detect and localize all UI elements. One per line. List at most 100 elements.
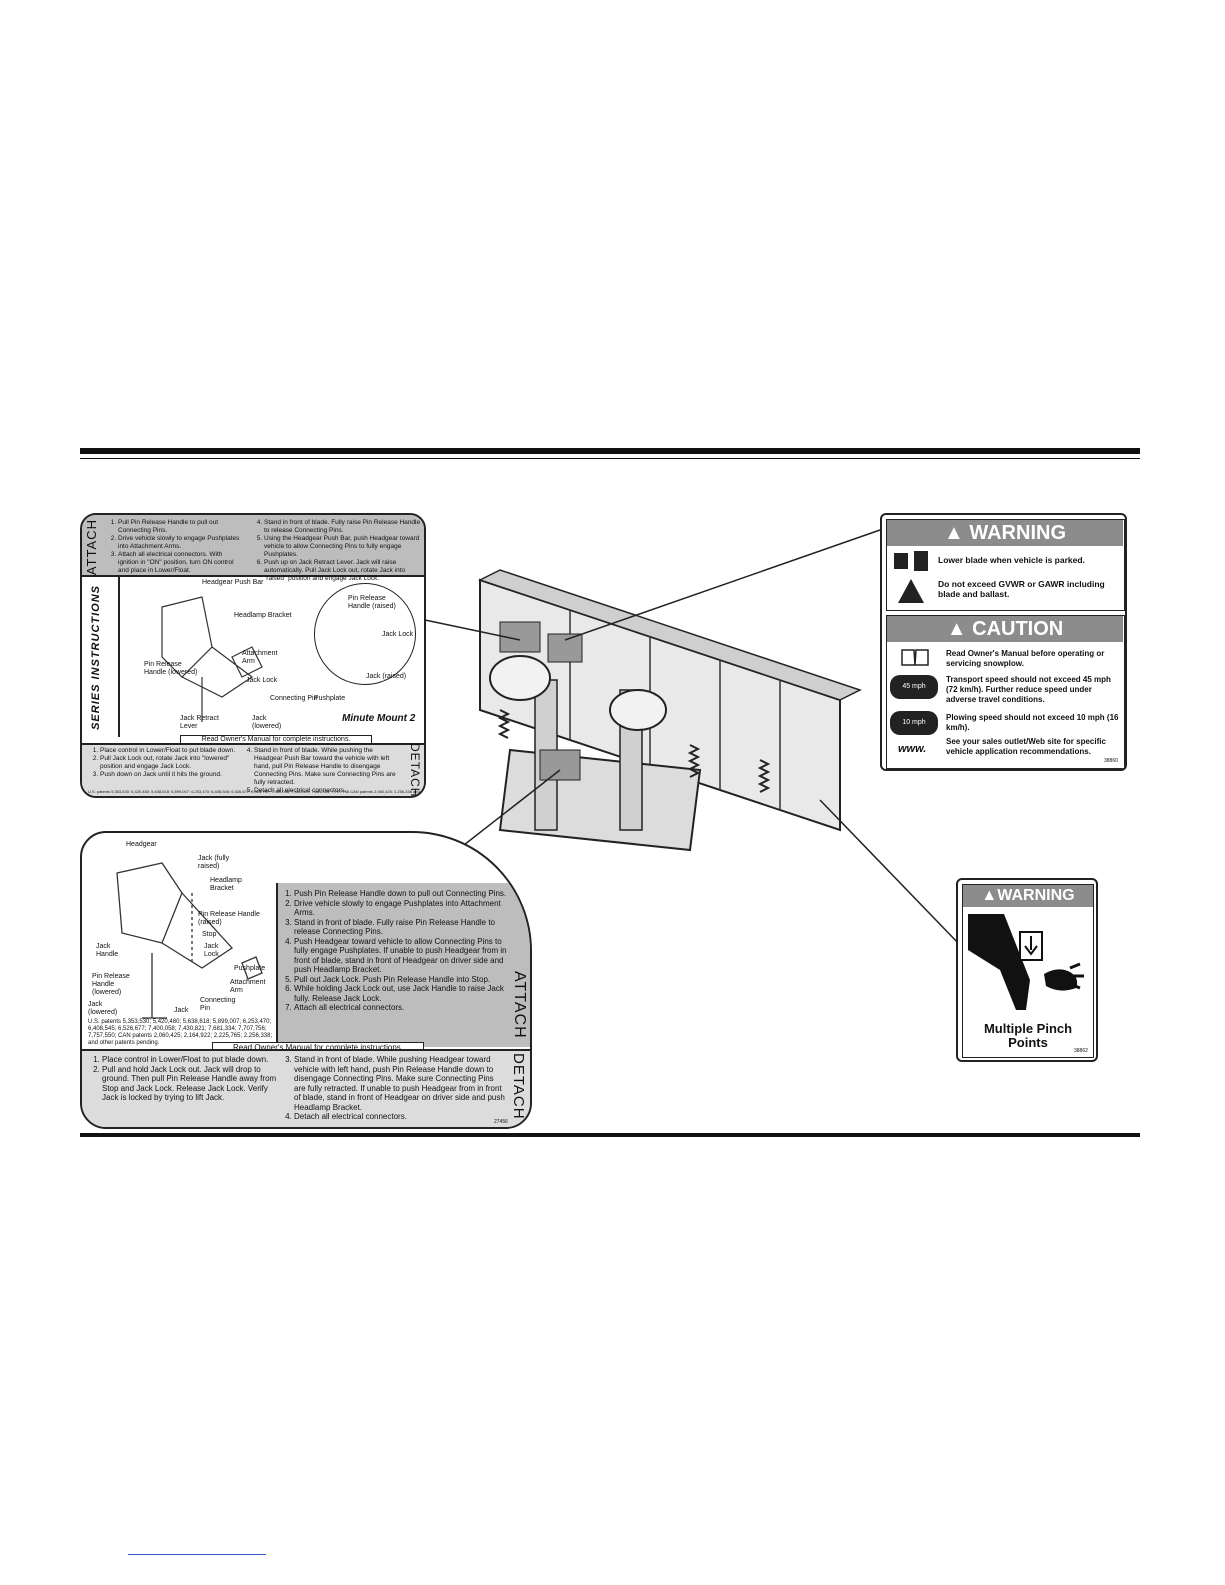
attach-detach-decal-large: Headgear Jack (fully raised) Headlamp Br… bbox=[80, 831, 532, 1129]
pinch-warning-title: WARNING bbox=[997, 887, 1075, 904]
attach-step-2: Drive vehicle slowly to engage Pushplate… bbox=[118, 535, 244, 551]
label-headgear: Headgear bbox=[126, 841, 157, 848]
caution-section bbox=[886, 615, 1125, 769]
attach-panel bbox=[82, 515, 424, 577]
detach-step-3: Push down on Jack until it hits the grou… bbox=[100, 771, 236, 779]
label-pushplate-large: Pushplate bbox=[234, 965, 266, 972]
detach-step-3-large: Stand in front of blade. While pushing H… bbox=[294, 1055, 506, 1112]
detach-step-4-large: Detach all electrical connectors. bbox=[294, 1112, 506, 1122]
attach-step-4: Stand in front of blade. Fully raise Pin… bbox=[264, 519, 422, 535]
warning-caution-decal: ▲ WARNING Lower blade when vehicle is pa… bbox=[880, 513, 1127, 771]
speed-icon-10: 10 mph bbox=[890, 711, 938, 735]
detach-col-2: Stand in front of blade. While pushing t… bbox=[240, 747, 400, 795]
detach-step-2-large: Pull and hold Jack Lock out. Jack will d… bbox=[102, 1065, 280, 1103]
top-rule-thin bbox=[80, 458, 1140, 459]
caution-line-2: Transport speed should not exceed 45 mph… bbox=[946, 675, 1111, 704]
attach-col-2: Stand in front of blade. Fully raise Pin… bbox=[250, 519, 422, 583]
attach-label-large: ATTACH bbox=[511, 971, 528, 1039]
pinch-warning-triangle-icon: ▲ bbox=[981, 887, 998, 904]
detach-col-1-large: Place control in Lower/Float to put blad… bbox=[88, 1055, 280, 1103]
label-attachment-arm: Attachment Arm bbox=[242, 650, 278, 665]
attach-detach-decal-small: ATTACH Pull Pin Release Handle to pull o… bbox=[80, 513, 426, 798]
detach-col-1: Place control in Lower/Float to put blad… bbox=[86, 747, 236, 779]
label-jack-lock: Jack Lock bbox=[246, 677, 278, 684]
warning-line-2: Do not exceed GVWR or GAWR including bla… bbox=[938, 579, 1105, 599]
caution-line-1: Read Owner's Manual before operating or … bbox=[946, 649, 1105, 668]
warning-header: ▲ WARNING bbox=[887, 520, 1123, 546]
detach-label-large: DETACH bbox=[510, 1053, 527, 1120]
detach-panel bbox=[82, 743, 424, 796]
manual-book-icon bbox=[901, 649, 929, 666]
label-jack-raised: Jack (raised) bbox=[366, 673, 407, 680]
attach-steps-large: Push Pin Release Handle down to pull out… bbox=[280, 889, 512, 1013]
part-number-pinch: 38862 bbox=[1074, 1048, 1088, 1054]
snowplow-illustration bbox=[478, 569, 862, 852]
attach-step-3: Attach all electrical connectors. With i… bbox=[118, 551, 244, 575]
pinch-message: Multiple Pinch Points bbox=[983, 1021, 1073, 1050]
attach-step-6-large: While holding Jack Lock out, use Jack Ha… bbox=[294, 984, 512, 1003]
detail-circle bbox=[314, 583, 416, 685]
label-pin-release-raised: Pin Release Handle (raised) bbox=[348, 595, 396, 610]
footer-underline bbox=[128, 1554, 266, 1555]
part-number-warning: 38860 bbox=[1104, 758, 1118, 764]
attach-step-4-large: Push Headgear toward vehicle to allow Co… bbox=[294, 937, 512, 975]
patents-line: U.S. patents 5,353,530; 5,420,480; 5,638… bbox=[88, 789, 422, 794]
attach-step-6: Push up on Jack Retract Lever. Jack will… bbox=[264, 559, 422, 583]
bottom-rule bbox=[80, 1133, 1140, 1137]
overload-icon bbox=[898, 579, 924, 603]
attach-step-5: Using the Headgear Push Bar, push Headge… bbox=[264, 535, 422, 559]
label-pin-release-lowered-large: Pin Release Handle (lowered) bbox=[92, 973, 130, 996]
caution-line-3: Plowing speed should not exceed 10 mph (… bbox=[946, 713, 1119, 732]
detach-step-1-large: Place control in Lower/Float to put blad… bbox=[102, 1055, 280, 1065]
label-jack-retract-lever: Jack Retract Lever bbox=[180, 715, 219, 730]
attach-step-1: Pull Pin Release Handle to pull out Conn… bbox=[118, 519, 244, 535]
label-headlamp-bracket-large: Headlamp Bracket bbox=[210, 877, 242, 892]
attach-step-2-large: Drive vehicle slowly to engage Pushplate… bbox=[294, 899, 512, 918]
label-pin-release-raised-large: Pin Release Handle (raised) bbox=[198, 911, 260, 926]
pinch-inner-frame bbox=[962, 884, 1094, 1058]
attach-step-1-large: Push Pin Release Handle down to pull out… bbox=[294, 889, 512, 899]
attach-col-1: Pull Pin Release Handle to pull out Conn… bbox=[104, 519, 244, 575]
label-jack-fully-raised: Jack (fully raised) bbox=[198, 855, 230, 870]
label-headlamp-bracket: Headlamp Bracket bbox=[234, 612, 292, 619]
label-jack-handle: Jack Handle bbox=[96, 943, 119, 958]
detach-col-2-large: Stand in front of blade. While pushing H… bbox=[280, 1055, 506, 1122]
caution-triangle-icon: ▲ bbox=[946, 618, 967, 640]
detach-step-1: Place control in Lower/Float to put blad… bbox=[100, 747, 236, 755]
label-headgear-push-bar: Headgear Push Bar bbox=[202, 579, 264, 586]
label-pushplate: Pushplate bbox=[314, 695, 346, 702]
warning-triangle-icon: ▲ bbox=[943, 522, 964, 544]
pinch-points-decal: ▲WARNING Multiple Pinch Points 38862 bbox=[956, 878, 1098, 1062]
part-number-large: 27456 bbox=[494, 1119, 508, 1125]
attach-label: ATTACH bbox=[84, 519, 99, 576]
attach-step-3-large: Stand in front of blade. Fully raise Pin… bbox=[294, 918, 512, 937]
detach-step-2: Pull Jack Lock out, rotate Jack into "lo… bbox=[100, 755, 236, 771]
attach-step-7-large: Attach all electrical connectors. bbox=[294, 1003, 512, 1013]
caution-line-4: See your sales outlet/Web site for speci… bbox=[946, 737, 1106, 756]
attach-step-5-large: Pull out Jack Lock. Push Pin Release Han… bbox=[294, 975, 512, 985]
attach-diagram-large bbox=[116, 862, 263, 1019]
label-connecting-pin-large: Connecting Pin bbox=[200, 997, 236, 1012]
caution-title: CAUTION bbox=[972, 618, 1064, 640]
detach-panel-large bbox=[82, 1049, 530, 1127]
label-jack-large: Jack bbox=[174, 1007, 189, 1014]
detach-step-4: Stand in front of blade. While pushing t… bbox=[254, 747, 400, 787]
warning-title: WARNING bbox=[969, 522, 1067, 544]
speed-icon-45: 45 mph bbox=[890, 675, 938, 699]
pinch-hand-icon bbox=[968, 914, 1084, 1010]
warning-section bbox=[886, 519, 1125, 611]
speed-45: 45 mph bbox=[902, 683, 926, 690]
caution-header: ▲ CAUTION bbox=[887, 616, 1123, 642]
series-strip bbox=[82, 577, 120, 737]
warning-line-1: Lower blade when vehicle is parked. bbox=[938, 555, 1085, 565]
label-jack-lock-large: Jack Lock bbox=[204, 943, 219, 958]
label-jack-lowered-large: Jack (lowered) bbox=[88, 1001, 118, 1016]
logo: Minute Mount 2 bbox=[342, 713, 416, 724]
parked-vehicle-icon bbox=[894, 551, 928, 571]
detach-step-5: Detach all electrical connectors. bbox=[254, 787, 400, 795]
patents-large: U.S. patents 5,353,530; 5,420,480; 5,638… bbox=[88, 1019, 273, 1046]
label-stop: Stop bbox=[202, 931, 217, 938]
label-pin-release-lowered: Pin Release Handle (lowered) bbox=[144, 661, 198, 676]
speed-10: 10 mph bbox=[902, 719, 926, 726]
mount-diagram bbox=[161, 596, 263, 722]
